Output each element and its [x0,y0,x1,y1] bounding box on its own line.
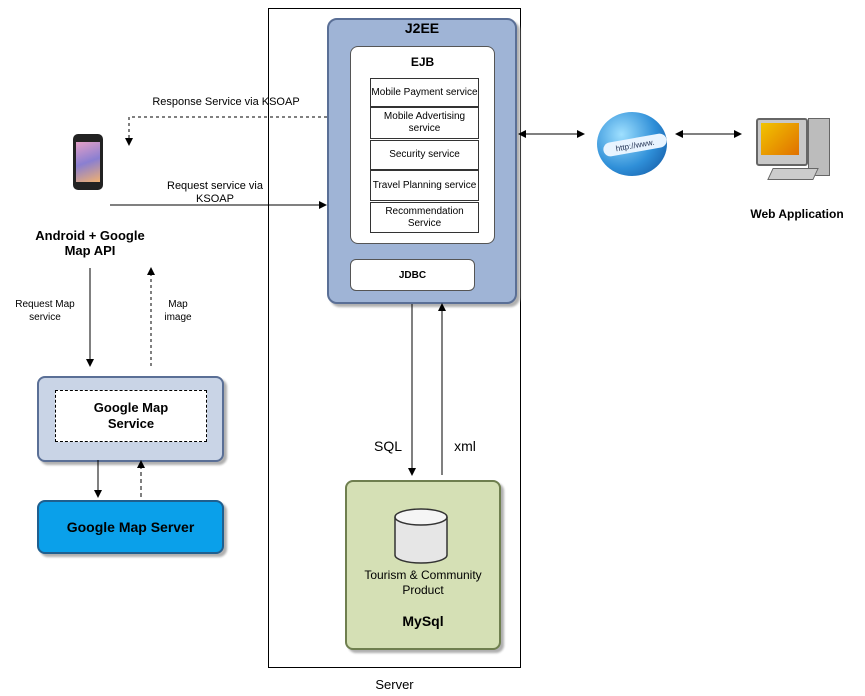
google-map-service: Google Map Service [55,390,207,442]
database-content-label: Tourism & Community Product [364,568,482,597]
database-cylinder-icon [394,508,448,564]
xml-label: xml [454,438,476,454]
android-client-title: Android + Google Map API [35,228,145,258]
map-image-label: Map image [164,299,192,323]
request-map-label: Request Map service [15,299,75,323]
jdbc-box: JDBC [350,259,475,291]
service-travel-planning: Travel Planning service [370,170,479,201]
request-service-label: Request service via KSOAP [167,180,263,205]
response-arrow [125,116,327,146]
monitor-screen [761,123,799,155]
service-recommendation: Recommendation Service [370,202,479,233]
j2ee-title: J2EE [404,20,440,36]
web-application-label: Web Application [750,207,844,221]
service-mobile-advertising: Mobile Advertising service [370,107,479,139]
mysql-title: MySql [402,613,444,629]
google-map-service-label: Google Map Service [93,400,169,431]
google-map-server: Google Map Server [37,500,224,554]
ejb-title: EJB [410,55,435,69]
sql-label: SQL [373,438,402,454]
computer-tower [808,118,830,176]
google-map-server-label: Google Map Server [66,519,195,535]
server-label: Server [375,677,414,692]
service-mobile-payment: Mobile Payment service [370,78,479,107]
response-service-label: Response Service via KSOAP [152,96,300,108]
smartphone-screen [76,142,100,182]
service-security: Security service [370,140,479,170]
